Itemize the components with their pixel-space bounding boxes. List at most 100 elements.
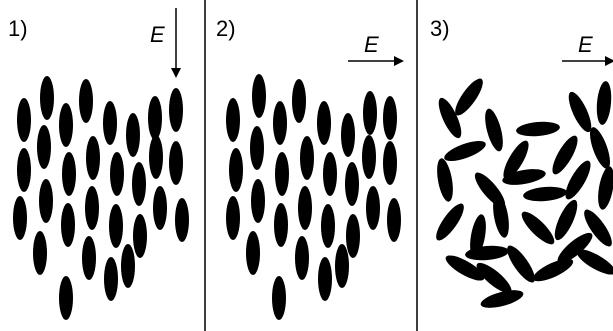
ellipse [153,186,167,230]
ellipse [132,162,146,206]
ellipse [321,204,335,248]
ellipse [383,96,397,140]
ellipse [121,244,135,288]
ellipse [436,203,464,241]
ellipse [246,231,260,275]
panel-2-field-label: E [364,32,379,57]
ellipse [387,198,401,242]
ellipse [438,97,462,139]
ellipse [437,158,453,202]
ellipse [576,249,613,275]
ellipse [250,126,264,170]
ellipse [229,148,243,192]
ellipse [61,203,75,247]
ellipse [252,74,266,118]
ellipse [298,186,312,230]
ellipse [17,148,31,192]
ellipse [565,160,591,200]
ellipse [59,103,73,147]
panel-2: 2) E [216,16,404,320]
ellipse [366,186,380,230]
ellipse [295,236,309,280]
ellipse [62,152,76,196]
ellipse [335,244,349,288]
ellipse [86,136,100,180]
ellipse [502,169,546,185]
panel-1-field-label: E [150,22,165,47]
ellipse [455,78,483,116]
ellipse [126,113,140,157]
ellipse [33,231,47,275]
ellipse [133,214,147,258]
ellipse [37,125,51,169]
ellipse [79,79,93,123]
panel-3-number: 3) [430,16,450,41]
panel-1: 1) E [8,8,189,320]
ellipse [480,290,524,308]
ellipse [523,186,567,202]
ellipse [557,232,593,264]
panel-3-field-label: E [578,32,593,57]
panel-3-ellipses [436,78,613,308]
panel-1-ellipses [13,76,189,320]
ellipse [275,152,289,196]
ellipse [39,179,53,223]
ellipse [169,141,183,185]
ellipse [40,76,54,120]
ellipse [149,135,163,179]
ellipse [590,127,610,169]
ellipse [110,152,124,196]
ellipse [465,245,509,261]
ellipse [85,186,99,230]
ellipse [273,101,287,145]
panel-2-ellipses [226,74,401,320]
ellipse [272,276,286,320]
ellipse [292,79,306,123]
ellipse [274,203,288,247]
ellipse [175,198,189,242]
panel-1-number: 1) [8,16,28,41]
ellipse [148,96,162,140]
ellipse [493,194,509,238]
ellipse [476,262,512,294]
ellipse [345,162,359,206]
ellipse [532,258,574,282]
ellipse [598,166,613,210]
ellipse [568,91,592,133]
ellipse [323,152,337,196]
ellipse [104,257,118,301]
ellipse [362,135,376,179]
ellipse [341,113,355,157]
ellipse [226,98,240,142]
ellipse [346,214,360,258]
ellipse [485,108,503,152]
ellipse [169,88,183,132]
ellipse [503,140,529,180]
ellipse [552,135,578,175]
ellipse [521,211,555,245]
ellipse [103,101,117,145]
ellipse [82,236,96,280]
ellipse [383,141,397,185]
panel-3: 3) E [430,16,613,308]
ellipse [13,196,27,240]
ellipse [584,209,612,247]
ellipse [507,245,535,283]
ellipse [317,101,331,145]
ellipse [17,98,31,142]
ellipse [444,141,486,161]
ellipse [596,81,612,125]
ellipse [109,204,123,248]
ellipse [318,257,332,301]
ellipse [251,179,265,223]
panel-2-number: 2) [216,16,236,41]
ellipse [59,276,73,320]
ellipse [300,136,314,180]
ellipse [516,121,560,137]
ellipse [363,91,377,135]
ellipse [554,199,578,241]
ellipse [226,196,240,240]
ellipse [445,255,485,281]
